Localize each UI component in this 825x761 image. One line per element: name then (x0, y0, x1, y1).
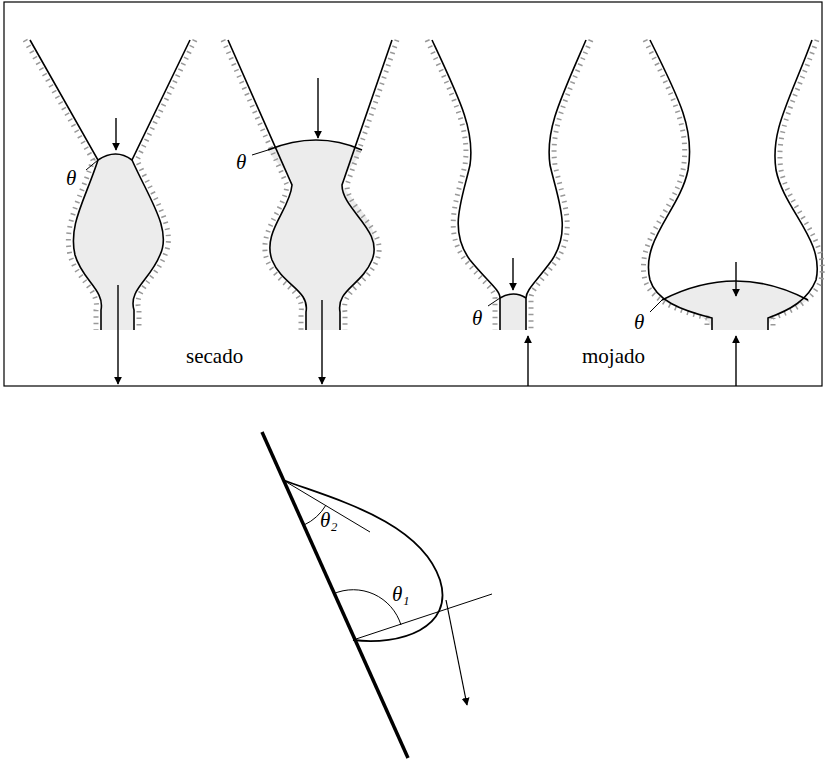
hatching (25, 40, 822, 330)
angle-symbol: θ (472, 308, 482, 329)
liquid (73, 140, 808, 330)
angle-symbol: θ₁ (392, 584, 410, 605)
process-label: secado (186, 346, 243, 367)
angle-symbol: θ (66, 168, 76, 189)
frame (4, 2, 822, 386)
arrows (116, 78, 736, 386)
process-label: mojado (582, 346, 645, 367)
drop-figure (262, 432, 492, 758)
angle-symbol: θ₂ (320, 510, 338, 531)
angle-symbol: θ (634, 312, 644, 333)
pore-walls (30, 40, 817, 330)
angle-symbol: θ (236, 152, 246, 173)
angle-lines (86, 150, 662, 312)
